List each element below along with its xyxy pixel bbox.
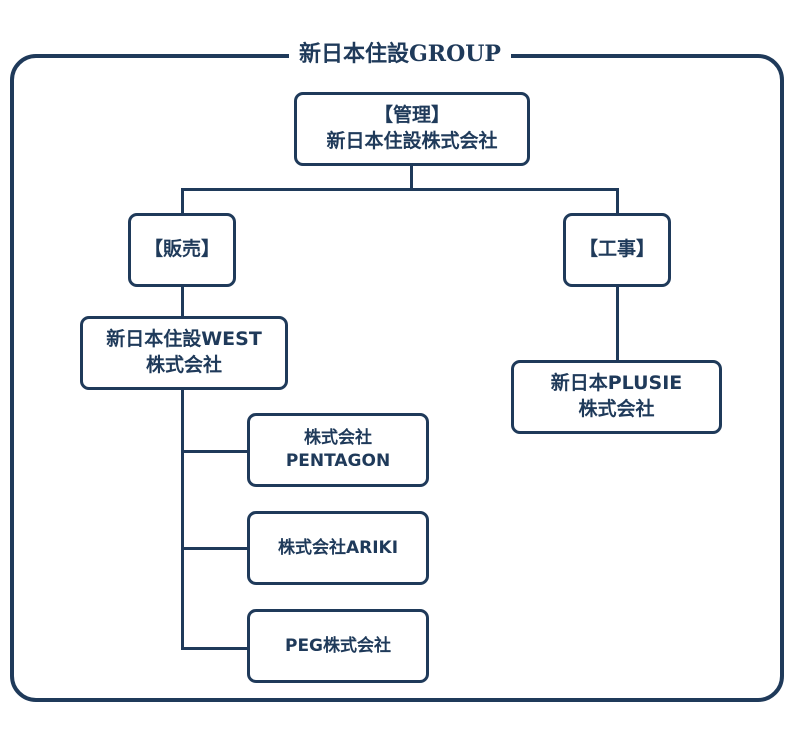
node-sales: 【販売】 <box>128 213 236 287</box>
node-pentagon-prefix: 株式会社 <box>304 428 372 449</box>
node-pentagon-name: PENTAGON <box>285 451 391 471</box>
node-pentagon: 株式会社 PENTAGON <box>247 413 429 487</box>
connector-west-vertical <box>181 388 184 650</box>
group-title-wrap: 新日本住設GROUP <box>0 38 800 70</box>
node-plusie-name: 新日本PLUSIE <box>550 372 683 395</box>
node-construction: 【工事】 <box>563 213 671 287</box>
node-construction-label: 【工事】 <box>578 238 655 261</box>
node-west-name: 新日本住設WEST <box>106 328 262 351</box>
node-sales-label: 【販売】 <box>143 238 220 261</box>
connector-to-construction <box>616 188 619 215</box>
node-plusie-suffix: 株式会社 <box>578 398 655 420</box>
node-management-company: 新日本住設株式会社 <box>326 130 498 152</box>
node-west-suffix: 株式会社 <box>145 354 222 376</box>
node-ariki-name: 株式会社ARIKI <box>277 537 399 558</box>
connector-to-pentagon <box>181 450 251 453</box>
connector-sales-to-west <box>181 286 184 318</box>
group-title: 新日本住設GROUP <box>289 41 511 67</box>
node-management: 【管理】 新日本住設株式会社 <box>294 92 530 166</box>
connector-root-down <box>410 164 413 190</box>
node-ariki: 株式会社ARIKI <box>247 511 429 585</box>
connector-to-ariki <box>181 547 251 550</box>
node-management-label: 【管理】 <box>373 104 450 127</box>
node-plusie: 新日本PLUSIE 株式会社 <box>511 360 722 434</box>
connector-to-sales <box>181 188 184 215</box>
connector-construction-to-plusie <box>616 286 619 362</box>
connector-horizontal <box>181 188 619 191</box>
node-peg: PEG株式会社 <box>247 609 429 683</box>
node-west: 新日本住設WEST 株式会社 <box>80 316 288 390</box>
node-peg-name: PEG株式会社 <box>284 635 392 656</box>
connector-to-peg <box>181 647 251 650</box>
